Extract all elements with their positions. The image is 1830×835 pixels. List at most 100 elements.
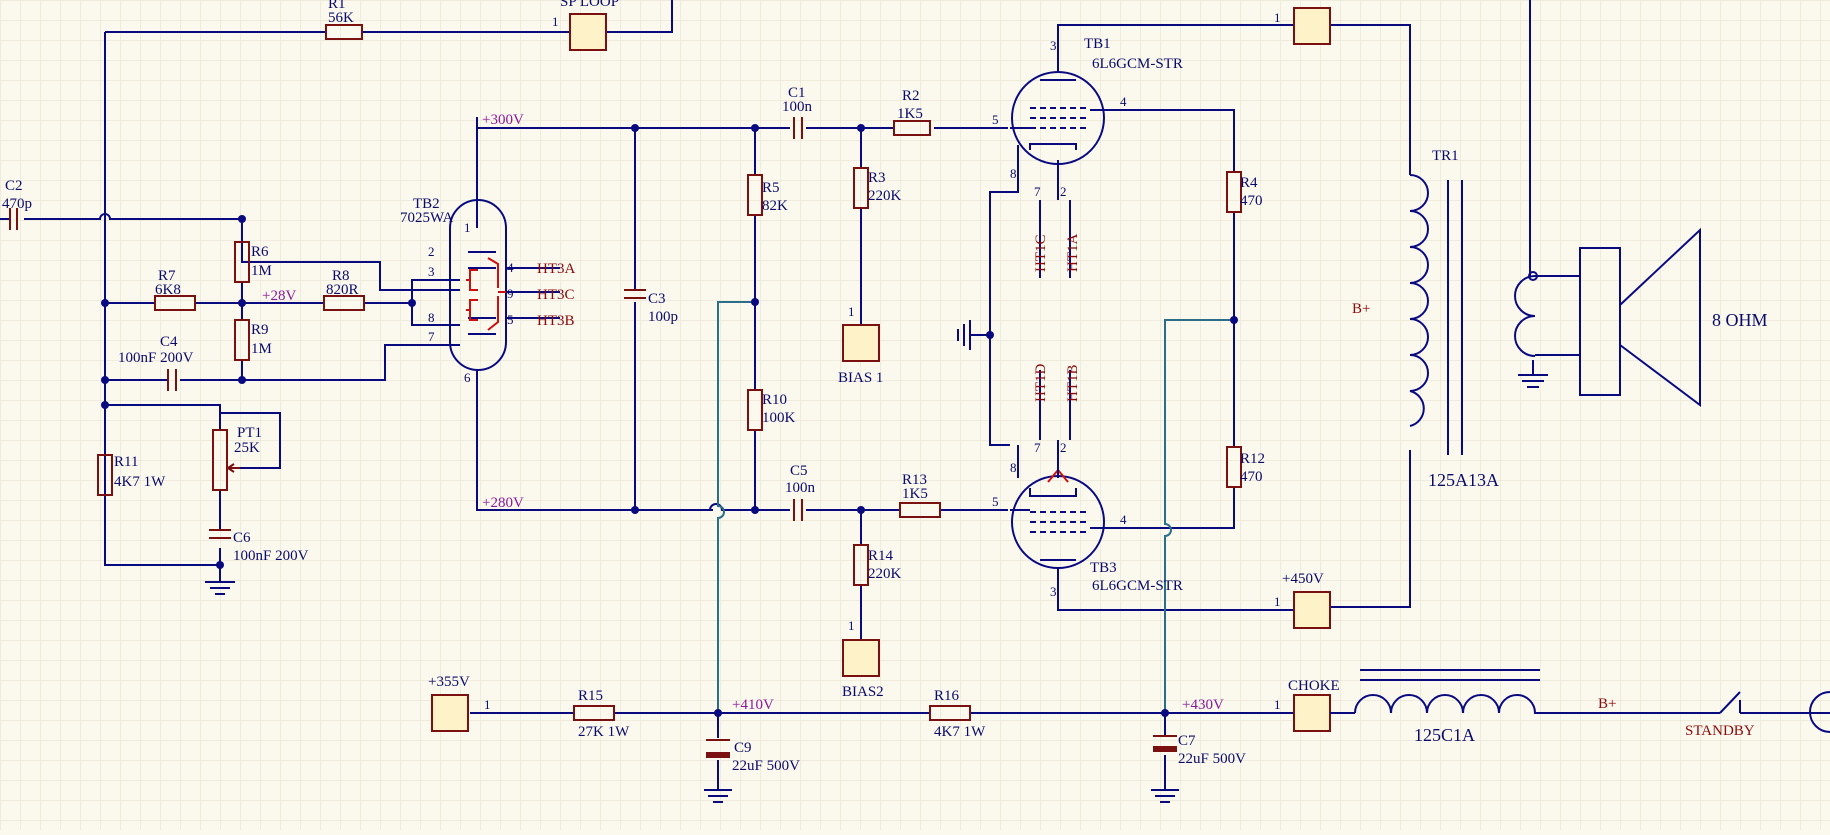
pin-label: 7 [428, 329, 435, 344]
r12-ref: R12 [1240, 451, 1265, 467]
connector-pads [431, 7, 1331, 732]
r2-ref: R2 [902, 88, 920, 104]
c9-ref: C9 [734, 740, 752, 756]
pin-label: 4 [1120, 512, 1127, 527]
tr1-value: 125A13A [1428, 470, 1499, 490]
capacitor-c6 [209, 529, 231, 539]
r7-ref: R7 [158, 268, 176, 284]
tb3-ref: TB3 [1090, 560, 1117, 576]
pin-label: 7 [1034, 184, 1041, 199]
choke-label: CHOKE [1288, 678, 1340, 694]
r1-ref: R1 [328, 0, 346, 12]
pin-label: 1 [552, 14, 559, 29]
pin-label: 8 [1010, 460, 1017, 475]
pin-label: 3 [1050, 38, 1057, 53]
tb1-value: 6L6GCM-STR [1092, 56, 1183, 72]
pin-label: 9 [507, 286, 514, 301]
r4-value: 470 [1240, 193, 1263, 209]
resistor-r1 [325, 24, 363, 40]
tb1-ref: TB1 [1084, 36, 1111, 52]
bias1-label: BIAS 1 [838, 370, 883, 386]
resistor-r4 [1226, 171, 1242, 213]
c2-value: 470p [2, 196, 32, 212]
pad-sp-loop [569, 13, 607, 51]
pin-label: 5 [992, 112, 999, 127]
pin-label: 2 [1060, 440, 1067, 455]
resistor-r5 [747, 174, 763, 216]
c5-ref: C5 [790, 463, 808, 479]
pad-355v [431, 694, 469, 732]
c4-value: 100nF 200V [118, 350, 194, 366]
r3-ref: R3 [868, 170, 886, 186]
r6-ref: R6 [251, 244, 269, 260]
transformer-tr1 [1409, 174, 1538, 455]
pad-bias2 [842, 639, 880, 677]
pin-label: 1 [1274, 594, 1281, 609]
c6-value: 100nF 200V [233, 548, 309, 564]
sp-loop-label: SP LOOP [560, 0, 619, 10]
resistor-r13 [899, 502, 941, 518]
pad-450v [1293, 591, 1331, 629]
c2-ref: C2 [5, 178, 23, 194]
r1-value: 56K [328, 10, 354, 26]
r16-ref: R16 [934, 688, 960, 704]
r6-value: 1M [251, 263, 272, 279]
r13-ref: R13 [902, 472, 927, 488]
tube-tb2 [449, 199, 560, 371]
capacitor-c5 [793, 499, 803, 521]
r10-value: 100K [762, 410, 796, 426]
junctions [101, 124, 1238, 717]
r5-value: 82K [762, 198, 788, 214]
r14-value: 220K [868, 566, 902, 582]
capacitor-c7 [1153, 735, 1177, 752]
c4-ref: C4 [160, 334, 178, 350]
choke-value: 125C1A [1414, 725, 1475, 745]
resistor-r3 [853, 167, 869, 209]
resistor-r14 [853, 544, 869, 586]
capacitor-c2 [9, 208, 18, 230]
net-ht1d: HT1D [1033, 364, 1049, 402]
net-28v: +28V [262, 288, 296, 304]
pin-label: 5 [992, 494, 999, 509]
standby-switch [1719, 691, 1830, 733]
resistor-r10 [747, 389, 763, 431]
resistor-r8 [323, 295, 365, 311]
resistor-r11 [97, 454, 113, 496]
standby-label: STANDBY [1685, 723, 1755, 739]
r10-ref: R10 [762, 392, 787, 408]
net-430v: +430V [1182, 697, 1224, 713]
c5-value: 100n [785, 480, 816, 496]
r8-ref: R8 [332, 268, 350, 284]
choke-inductor [1330, 669, 1540, 714]
pt1-ref: PT1 [237, 425, 262, 441]
tb3-value: 6L6GCM-STR [1092, 578, 1183, 594]
resistor-r9 [234, 319, 250, 361]
r12-value: 470 [1240, 469, 1263, 485]
r13-value: 1K5 [902, 486, 928, 502]
net-ht1c: HT1C [1033, 235, 1049, 273]
grounds [205, 320, 1548, 803]
tb2-value: 7025WA [400, 210, 453, 226]
net-b-plus-2: B+ [1598, 696, 1616, 712]
pin-label: 3 [428, 264, 435, 279]
tr1-ref: TR1 [1432, 148, 1459, 164]
pad-choke [1293, 694, 1331, 732]
net-410v: +410V [732, 697, 774, 713]
r9-value: 1M [251, 341, 272, 357]
pin-label: 1 [848, 304, 855, 319]
c1-value: 100n [782, 99, 813, 115]
c7-ref: C7 [1178, 733, 1196, 749]
capacitor-c9 [706, 739, 730, 758]
pin-label: 5 [507, 312, 514, 327]
c3-value: 100p [648, 309, 678, 325]
pin-label: 3 [1050, 584, 1057, 599]
net-355v: +355V [428, 674, 470, 690]
heater-bars [1039, 200, 1071, 440]
speaker-icon [1579, 227, 1701, 407]
net-b-plus-1: B+ [1352, 301, 1370, 317]
resistor-r12 [1226, 446, 1242, 488]
c9-value: 22uF 500V [732, 758, 800, 774]
resistor-r2 [893, 120, 931, 136]
